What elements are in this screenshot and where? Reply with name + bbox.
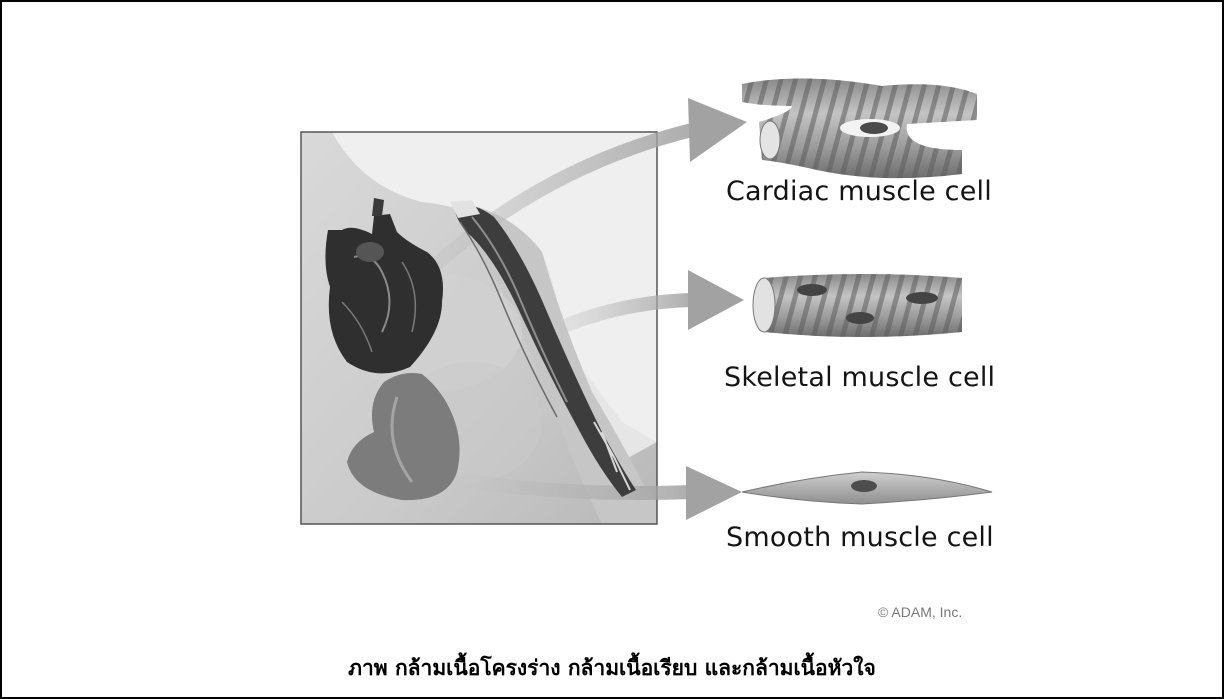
- smooth-muscle-cell-label: Smooth muscle cell: [726, 522, 994, 553]
- cardiac-cell-illustration: [742, 78, 977, 178]
- skeletal-muscle-cell-label: Skeletal muscle cell: [724, 362, 995, 393]
- skeletal-cell-illustration: [753, 274, 962, 337]
- figure-caption: ภาพ กล้ามเนื้อโครงร่าง กล้ามเนื้อเรียบ แ…: [2, 652, 1222, 685]
- copyright-credit: © ADAM, Inc.: [878, 604, 962, 620]
- cardiac-muscle-cell-label: Cardiac muscle cell: [726, 176, 992, 207]
- smooth-cell-illustration: [742, 472, 992, 504]
